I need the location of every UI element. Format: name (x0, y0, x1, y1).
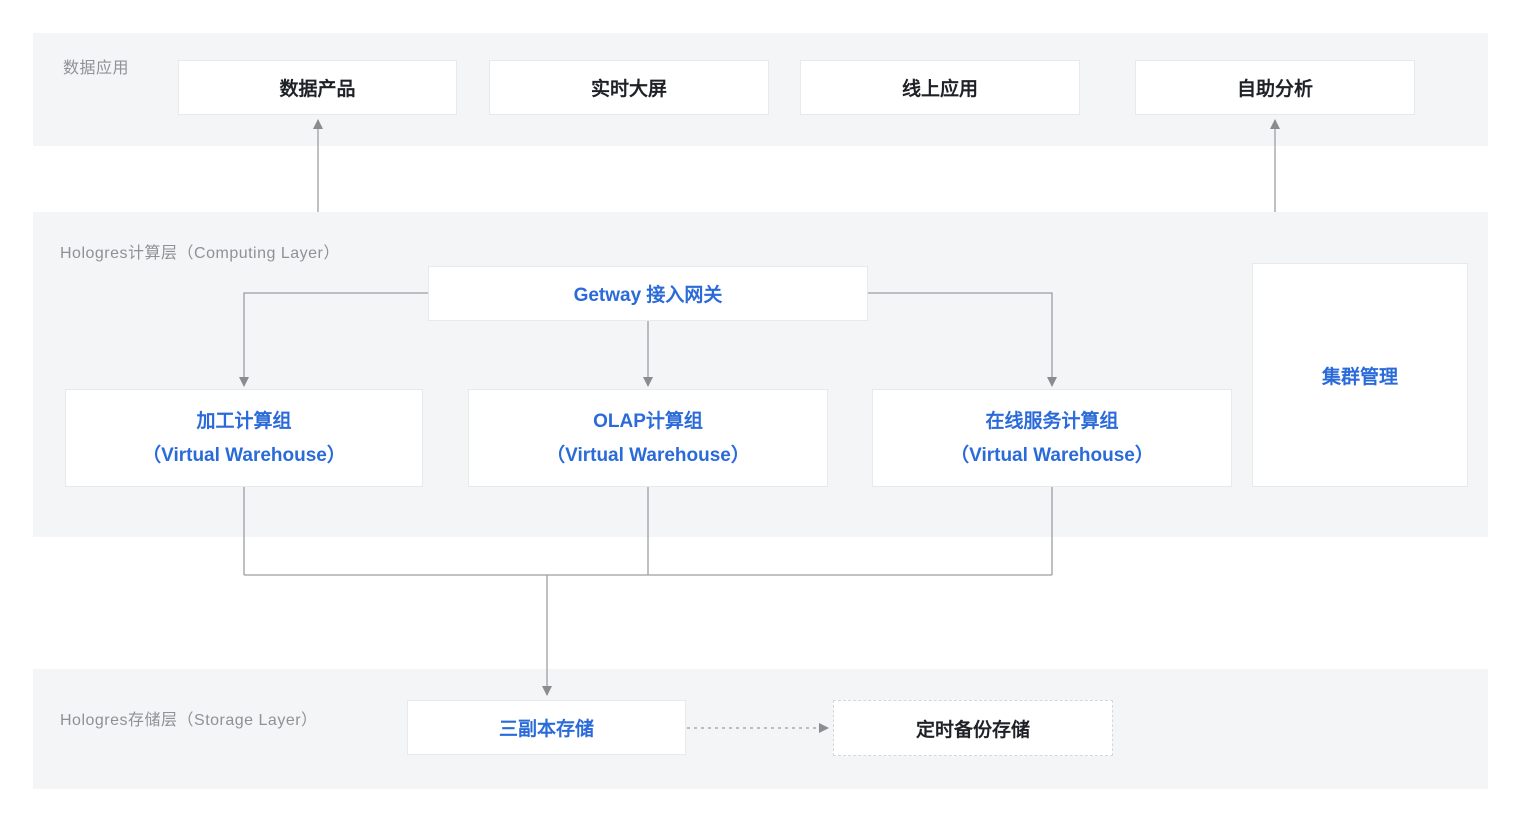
node-triple-replica-storage: 三副本存储 (407, 700, 686, 755)
node-realtime-dashboard: 实时大屏 (489, 60, 769, 115)
warehouse-title: OLAP计算组 (593, 410, 703, 432)
node-gateway: Getway 接入网关 (428, 266, 868, 321)
node-processing-compute-group: 加工计算组 （Virtual Warehouse） (65, 389, 423, 487)
warehouse-title: 加工计算组 (196, 410, 292, 432)
data-application-layer-label: 数据应用 (63, 60, 130, 77)
node-online-serving-compute-group: 在线服务计算组 （Virtual Warehouse） (872, 389, 1232, 487)
node-cluster-management: 集群管理 (1252, 263, 1468, 487)
node-self-service-analysis: 自助分析 (1135, 60, 1415, 115)
computing-layer-label: Hologres计算层（Computing Layer） (60, 245, 340, 262)
warehouse-title: 在线服务计算组 (985, 410, 1119, 432)
node-scheduled-backup-storage: 定时备份存储 (833, 700, 1113, 756)
storage-layer-label: Hologres存储层（Storage Layer） (60, 712, 318, 729)
node-data-product: 数据产品 (178, 60, 457, 115)
storage-layer-band (33, 669, 1488, 789)
node-olap-compute-group: OLAP计算组 （Virtual Warehouse） (468, 389, 828, 487)
warehouse-subtitle: （Virtual Warehouse） (546, 444, 750, 466)
warehouse-subtitle: （Virtual Warehouse） (142, 444, 346, 466)
node-online-application: 线上应用 (800, 60, 1080, 115)
warehouse-subtitle: （Virtual Warehouse） (950, 444, 1154, 466)
